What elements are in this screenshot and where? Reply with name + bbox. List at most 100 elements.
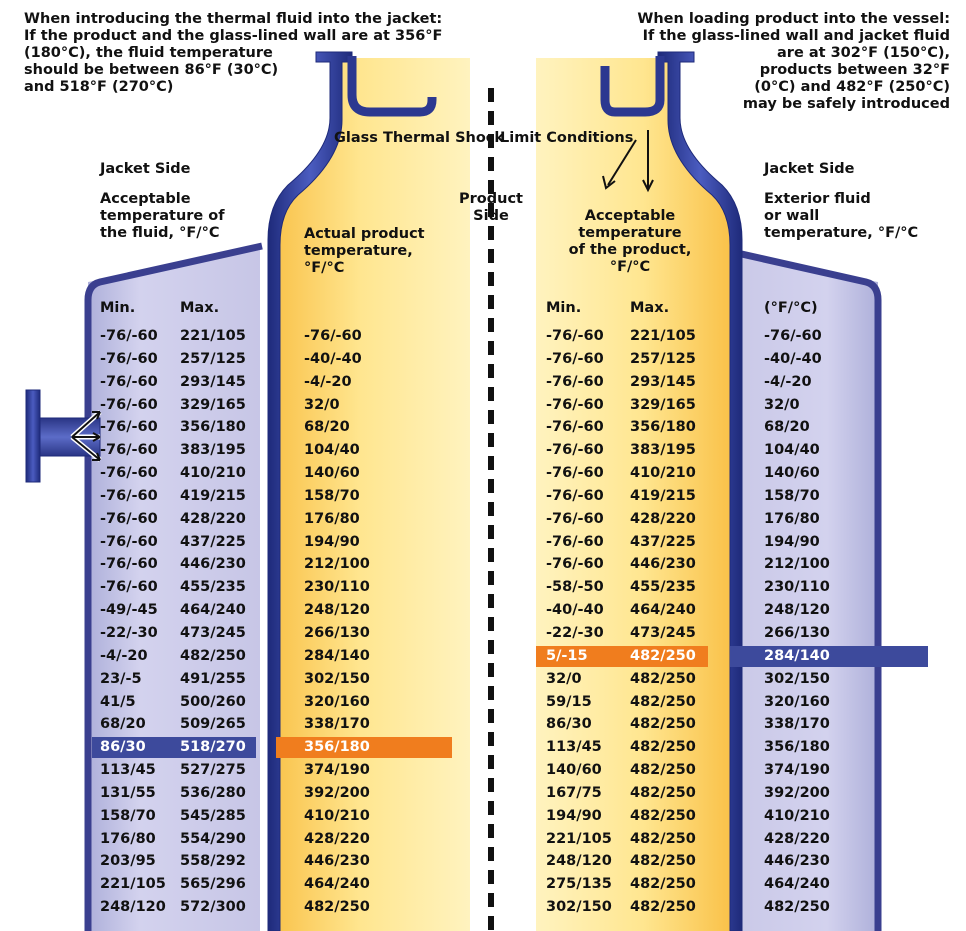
table-row: 5/-15 482/250 284/140 (490, 645, 966, 668)
temp-cell: 284/140 (764, 647, 830, 664)
exterior-header: Exterior fluid or wall temperature, °F/°… (764, 191, 918, 242)
note-line: When introducing the thermal fluid into … (24, 11, 443, 27)
max-cell: 455/235 (630, 579, 696, 596)
temp-cell: 104/40 (304, 442, 360, 459)
note-line: If the product and the glass-lined wall … (24, 28, 443, 44)
max-cell: 482/250 (630, 670, 696, 687)
min-cell: 23/-5 (100, 670, 142, 687)
right-unit-label: (°F/°C) (764, 300, 818, 316)
right-table: -76/-60 221/105 -76/-60 -76/-60 257/125 -40/-… (490, 325, 966, 919)
temp-cell: 392/200 (304, 784, 370, 801)
max-cell: 509/265 (180, 716, 246, 733)
temp-cell: 68/20 (764, 419, 810, 436)
min-cell: -76/-60 (546, 328, 604, 344)
note-line: (180°C), the fluid temperature (24, 45, 273, 61)
temp-cell: 374/190 (304, 762, 370, 779)
min-cell: 113/45 (100, 762, 156, 779)
highlight-band (276, 737, 452, 759)
temp-cell: -40/-40 (764, 350, 822, 367)
highlight-band (92, 737, 256, 759)
max-cell: 482/250 (180, 647, 246, 664)
temp-cell: 338/170 (764, 716, 830, 733)
max-cell: 383/195 (180, 442, 246, 459)
temp-cell: 230/110 (304, 579, 370, 596)
max-cell: 473/245 (180, 624, 246, 641)
header-line: temperature, °F/°C (764, 225, 919, 241)
min-cell: -76/-60 (546, 487, 604, 504)
header-line: Exterior fluid (764, 191, 871, 207)
max-cell: 257/125 (630, 350, 696, 367)
max-cell: 221/105 (180, 328, 246, 344)
temp-cell: 356/180 (304, 739, 370, 756)
header-line: Acceptable (584, 208, 676, 224)
product-loading-note: When loading product into the vessel: If… (637, 11, 950, 113)
min-cell: 5/-15 (546, 647, 588, 664)
min-cell: -76/-60 (546, 396, 604, 413)
min-cell: -22/-30 (546, 624, 604, 641)
header-line: the fluid, °F/°C (100, 225, 220, 241)
right-jacket-shell (708, 250, 878, 931)
min-cell: -58/-50 (546, 579, 604, 596)
max-cell: 558/292 (180, 853, 246, 870)
max-cell: 383/195 (630, 442, 696, 459)
header-line: °F/°C (304, 260, 345, 276)
temp-cell: 194/90 (764, 533, 820, 550)
temp-cell: 212/100 (304, 556, 370, 573)
left-nozzle (347, 56, 437, 117)
highlight-band (730, 645, 928, 667)
min-cell: 194/90 (546, 807, 602, 824)
left-glass-wall (267, 51, 353, 931)
max-cell: 482/250 (630, 647, 696, 664)
min-cell: 248/120 (546, 853, 612, 870)
min-cell: -76/-60 (546, 533, 604, 550)
min-cell: 248/120 (100, 899, 166, 916)
min-cell: -40/-40 (546, 602, 604, 619)
temp-cell: 140/60 (304, 465, 360, 482)
max-cell: 482/250 (630, 807, 696, 824)
temp-cell: 248/120 (304, 602, 370, 619)
product-side-label: Product Side (458, 191, 524, 225)
max-cell: 356/180 (630, 419, 696, 436)
min-cell: 221/105 (100, 876, 166, 893)
max-cell: 221/105 (630, 328, 696, 344)
min-cell: -76/-60 (100, 487, 158, 504)
max-cell: 446/230 (180, 556, 246, 573)
temp-cell: 266/130 (764, 624, 830, 641)
temp-cell: 302/150 (304, 670, 370, 687)
min-cell: 59/15 (546, 693, 592, 710)
min-cell: 68/20 (100, 716, 146, 733)
temp-cell: -40/-40 (304, 350, 362, 367)
right-max-label: Max. (630, 300, 670, 316)
min-cell: 176/80 (100, 830, 156, 847)
min-cell: 131/55 (100, 784, 156, 801)
max-cell: 565/296 (180, 876, 246, 893)
max-cell: 428/220 (180, 510, 246, 527)
max-cell: 419/215 (630, 487, 696, 504)
max-cell: 572/300 (180, 899, 246, 916)
header-line: Actual product (304, 226, 425, 242)
temp-cell: 32/0 (764, 396, 800, 413)
min-cell: -76/-60 (100, 465, 158, 482)
temp-cell: 212/100 (764, 556, 830, 573)
header-line: °F/°C (609, 259, 651, 275)
min-cell: -76/-60 (100, 579, 158, 596)
